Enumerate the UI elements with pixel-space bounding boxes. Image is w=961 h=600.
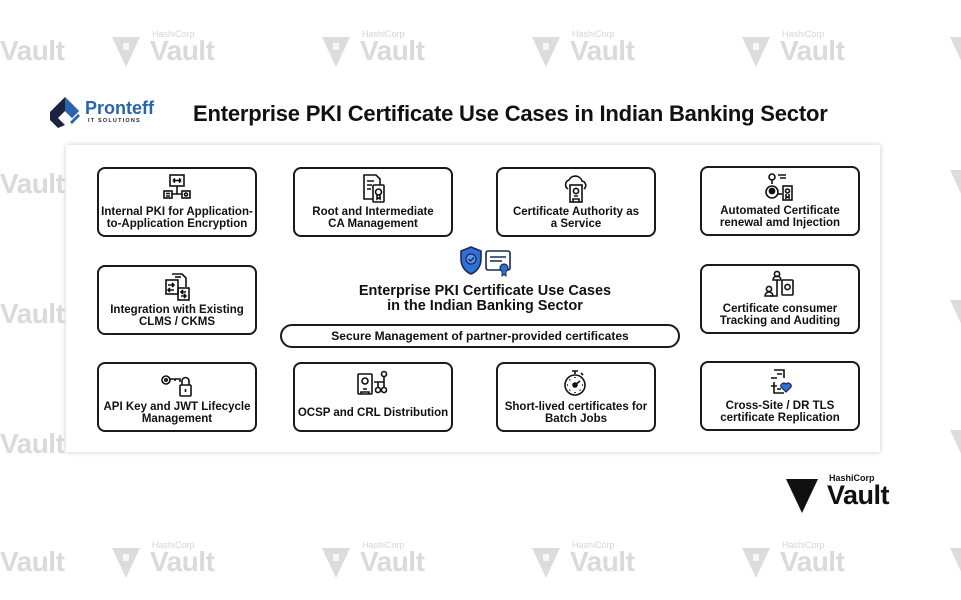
shield-certificate-icon <box>460 246 511 277</box>
watermark-vault-logo <box>950 27 961 67</box>
vault-triangle-icon <box>322 37 350 67</box>
stopwatch-icon <box>564 370 586 396</box>
document-sync-icon <box>165 273 190 301</box>
center-banner: Secure Management of partner-provided ce… <box>280 324 680 348</box>
vault-triangle-icon <box>532 548 560 578</box>
cloud-certificate-icon <box>564 175 587 203</box>
page-title: Enterprise PKI Certificate Use Cases in … <box>193 101 828 126</box>
brand-tagline: IT SOLUTIONS <box>88 118 141 124</box>
center-title: Enterprise PKI Certificate Use Cases in … <box>358 283 612 314</box>
vault-triangle-icon <box>950 430 961 460</box>
vault-triangle-icon <box>950 37 961 67</box>
vault-triangle-icon <box>532 37 560 67</box>
watermark-vault-logo <box>950 538 961 578</box>
use-case-card: Internal PKI for Application-to-Applicat… <box>97 167 257 237</box>
watermark-vault-logo <box>950 420 961 460</box>
user-tracking-icon <box>764 270 794 297</box>
watermark-vault-logo: Vault <box>0 298 65 329</box>
hashicorp-vault-logo: HashiCorp Vault <box>786 470 896 515</box>
watermark-vault-logo <box>950 290 961 330</box>
network-app-icon <box>163 174 191 199</box>
brand-name: Pronteff <box>85 98 154 118</box>
vault-triangle-icon <box>950 300 961 330</box>
vault-triangle-icon <box>112 548 140 578</box>
watermark-vault-logo: Vault <box>0 168 65 199</box>
watermark-vault-logo: Vault <box>0 35 65 66</box>
vault-triangle-icon <box>112 37 140 67</box>
watermark-vault-logo <box>950 160 961 200</box>
vault-company-label: HashiCorp <box>829 473 875 483</box>
vault-triangle-icon <box>950 170 961 200</box>
document-certificate-icon <box>363 174 385 203</box>
document-heart-icon <box>771 369 792 394</box>
pronteff-logo: Pronteff IT SOLUTIONS <box>48 95 158 129</box>
user-certificate-icon <box>765 173 793 201</box>
watermark-vault-logo: Vault <box>0 546 65 577</box>
vault-triangle-icon <box>322 548 350 578</box>
certificate-network-icon <box>357 370 388 395</box>
pronteff-mark-icon <box>50 97 80 128</box>
key-lock-icon <box>161 375 192 397</box>
vault-triangle-icon <box>786 479 818 513</box>
vault-triangle-icon <box>742 37 770 67</box>
watermark-vault-logo: Vault <box>0 428 65 459</box>
use-case-card: OCSP and CRL Distribution <box>293 362 453 432</box>
vault-product-label: Vault <box>827 480 890 510</box>
vault-triangle-icon <box>950 548 961 578</box>
vault-triangle-icon <box>742 548 770 578</box>
